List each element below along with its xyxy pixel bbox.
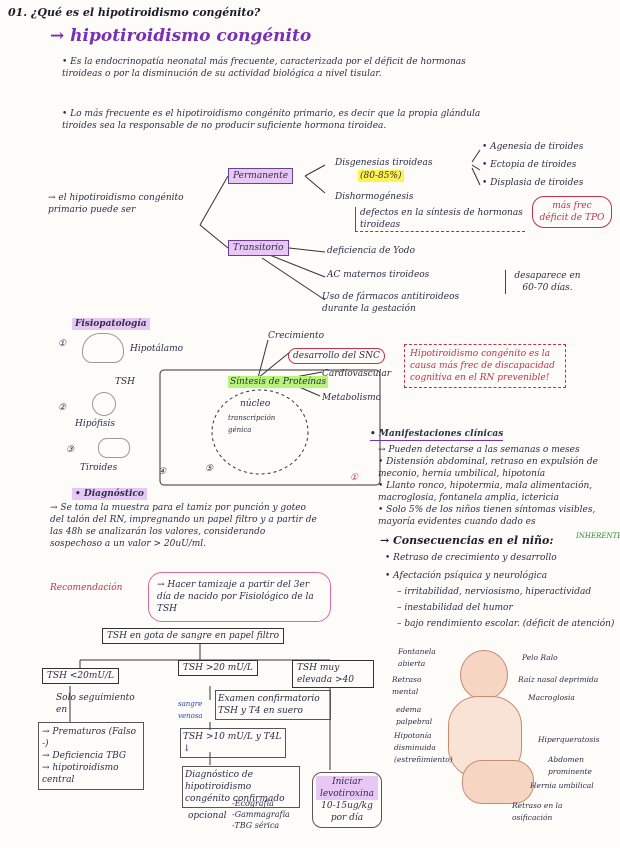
transitorio-item-2: AC maternos tiroideos <box>327 270 430 280</box>
tsh-gt-box: TSH >20 mU/L <box>178 660 258 676</box>
list-item: – inestabilidad del humor <box>397 603 513 613</box>
tsh-sangre-box: TSH en gota de sangre en papel filtro <box>102 628 285 644</box>
hipotalamo-label: Hipotálamo <box>130 344 184 354</box>
fisio-title: Fisiopatología <box>72 318 150 330</box>
page-title: → hipotiroidismo congénito <box>50 26 312 46</box>
nucleo-label: núcleo <box>240 399 271 409</box>
consecuencias-tag: INHERENTE <box>576 532 620 540</box>
baby-label-fontanela: Fontanela abierta <box>398 647 436 668</box>
step-1: ① <box>58 339 67 349</box>
list-item: • Llanto ronco, hipotermia, mala aliment… <box>378 481 593 503</box>
step-2: ② <box>58 403 67 413</box>
intro-paragraph-2: • Lo más frecuente es el hipotiroidismo … <box>62 109 481 131</box>
diag-confirmado-box: Diagnóstico de hipotiroidismo congénito … <box>182 766 300 808</box>
list-item: • Distensión abdominal, retraso en expul… <box>378 457 598 479</box>
defectos-label: defectos en la síntesis de hormonas tiro… <box>355 207 525 232</box>
tpo-note: más frec déficit de TPO <box>532 196 612 228</box>
cardio-label: Cardiovascular <box>322 369 392 379</box>
opcional-label: opcional <box>188 811 227 821</box>
list-item: • Ectopia de tiroides <box>482 160 577 170</box>
desaparece-note: desaparece en 60-70 días. <box>505 270 585 294</box>
examen-confirmatorio: Examen confirmatorio TSH y T4 en suero <box>215 690 331 720</box>
baby-label-hernia: Hernia umbilical <box>530 781 594 790</box>
baby-label-retraso: Retraso mental <box>392 675 422 696</box>
consecuencias-list: • Retraso de crecimiento y desarrollo • … <box>385 552 615 630</box>
pituitary-icon <box>92 392 116 416</box>
list-item: → Prematuros (Falso -) <box>42 727 137 749</box>
sangre-venosa-note: sangre venosa <box>178 700 203 720</box>
baby-label-macroglosia: Macroglosia <box>528 693 575 702</box>
list-item: → Deficiencia TBG <box>42 751 127 761</box>
transcripcion-label: transcripción génica <box>228 414 276 434</box>
primario-label: → el hipotiroidismo congénito primario p… <box>48 193 184 215</box>
metab-label: Metabolismo <box>322 393 382 403</box>
diag-text: → Se toma la muestra para el tamiz por p… <box>50 503 317 549</box>
list-item: • Afectación psíquica y neurológica <box>385 571 548 581</box>
hipofisis-label: Hipófisis <box>75 419 116 429</box>
consecuencias-title: → Consecuencias en el niño: <box>380 534 554 547</box>
baby-legs <box>462 760 534 804</box>
manif-title: • Manifestaciones clínicas <box>370 429 504 441</box>
disgenesias-list: • Agenesia de tiroides • Ectopia de tiro… <box>482 141 583 189</box>
list-item: -Ecografía <box>232 799 274 808</box>
recomendacion-label: Recomendación <box>50 583 123 593</box>
baby-head <box>460 650 508 700</box>
list-item: → hipotiroidismo central <box>42 763 119 785</box>
list-item: – irritabilidad, nerviosismo, hiperactiv… <box>397 587 592 597</box>
tsh-lt-box: TSH <20mU/L <box>42 668 119 684</box>
list-item: → Pueden detectarse a las semanas o mese… <box>378 445 580 455</box>
brain-icon <box>82 333 124 363</box>
permanente-label: Permanente <box>228 168 294 184</box>
question-title: 01. ¿Qué es el hipotiroidismo congénito? <box>8 6 261 19</box>
baby-label-pelo: Pelo Ralo <box>522 653 558 662</box>
iniciar-box: Iniciar levotiroxina 10-15ug/kg por día <box>312 772 382 828</box>
disgenesias-pct: (80-85%) <box>358 170 404 182</box>
dishormogenesis-label: Dishormogénesis <box>335 192 414 202</box>
diag-title: • Diagnóstico <box>72 488 147 500</box>
baby-label-raiz: Raíz nasal deprimida <box>518 675 599 684</box>
transitorio-item-1: deficiencia de Yodo <box>327 246 415 256</box>
list-item: -TBG sérica <box>232 821 280 830</box>
manif-list: → Pueden detectarse a las semanas o mese… <box>378 444 613 528</box>
desarrollo-snc-label: desarrollo del SNC <box>288 348 385 364</box>
thyroid-icon <box>98 438 130 458</box>
iniciar-label: Iniciar levotiroxina <box>316 776 378 800</box>
step-5: ⑤ <box>205 464 214 474</box>
manif-num: ① <box>350 473 359 483</box>
hipo-causa-note: Hipotiroidismo congénito es la causa más… <box>404 344 566 388</box>
list-item: • Solo 5% de los niños tienen síntomas v… <box>378 505 596 527</box>
disgenesias-label: Disgenesias tiroideas <box>335 158 433 168</box>
baby-label-edema: edema palpebral <box>396 705 433 726</box>
list-item: -Gammagrafía <box>232 810 290 819</box>
tsh-muy-box: TSH muy elevada >40 <box>292 660 374 688</box>
baby-label-hiperqueratosis: Hiperqueratosis <box>538 735 600 744</box>
baby-label-osificacion: Retraso en la osificación <box>512 801 563 822</box>
dosis-label: 10-15ug/kg por día <box>321 801 373 823</box>
intro-paragraph-1: • Es la endocrinopatía neonatal más frec… <box>62 57 466 79</box>
list-item: • Agenesia de tiroides <box>482 142 584 152</box>
list-item: • Retraso de crecimiento y desarrollo <box>385 553 557 563</box>
recomendacion-text: → Hacer tamizaje a partir del 3er día de… <box>148 572 331 622</box>
step-3: ③ <box>66 445 75 455</box>
seguimiento-list: → Prematuros (Falso -) → Deficiencia TBG… <box>38 722 144 790</box>
tiroides-label: Tiroides <box>80 463 118 473</box>
baby-label-hipotonia: Hipotonía disminuida (estreñimiento) <box>394 731 453 764</box>
transitorio-label: Transitorio <box>228 240 289 256</box>
tsh-label: TSH <box>115 377 136 387</box>
sintesis-label: Síntesis de Proteínas <box>228 376 329 388</box>
tsh10-box: TSH >10 mU/L y T4L ↓ <box>180 728 286 758</box>
opcional-list: -Ecografía -Gammagrafía -TBG sérica <box>232 798 290 831</box>
crecimiento-label: Crecimiento <box>268 331 325 341</box>
solo-seguimiento: Solo seguimiento en <box>56 693 135 715</box>
baby-label-abdomen: Abdomen prominente <box>548 755 592 776</box>
list-item: • Displasia de tiroides <box>482 178 584 188</box>
step-4: ④ <box>158 467 167 477</box>
transitorio-item-3: Uso de fármacos antitiroideos durante la… <box>322 292 460 314</box>
list-item: – bajo rendimiento escolar. (déficit de … <box>397 619 615 629</box>
